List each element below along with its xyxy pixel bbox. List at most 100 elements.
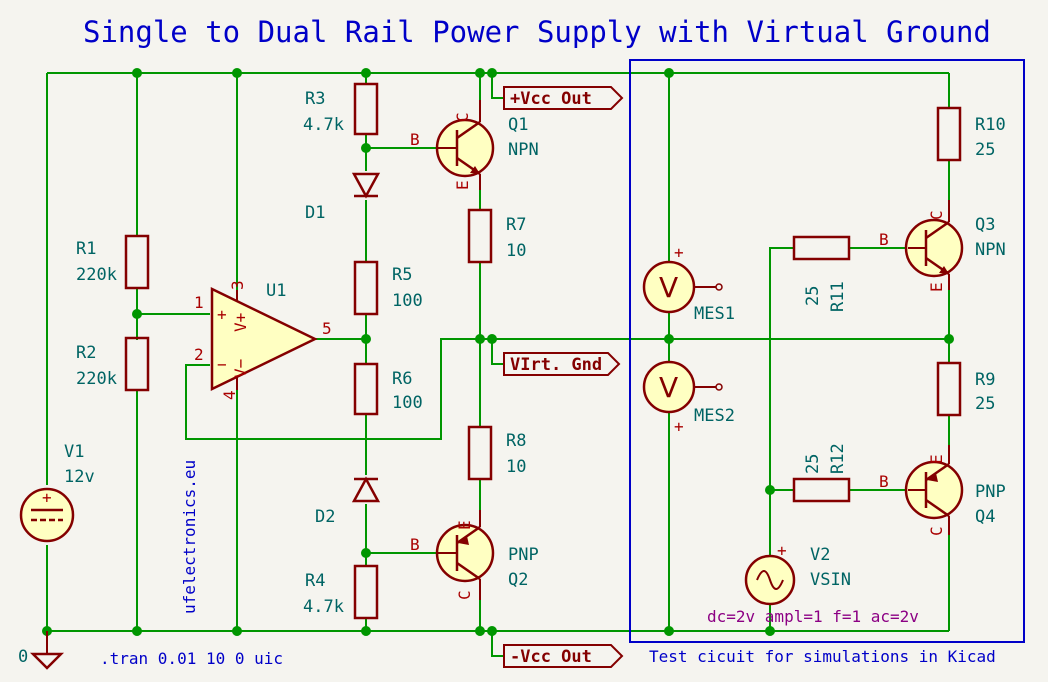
- vsin-params: dc=2v ampl=1 f=1 ac=2v: [707, 607, 919, 626]
- mes2-ref: MES2: [694, 406, 735, 426]
- q1-value: NPN: [508, 140, 539, 160]
- r5-ref: R5: [392, 265, 412, 285]
- q2-value: PNP: [508, 545, 539, 565]
- sim-command: .tran 0.01 10 0 uic: [100, 649, 283, 668]
- v2-sine-source[interactable]: + V2 VSIN: [744, 541, 851, 606]
- d1-ref: D1: [305, 203, 325, 223]
- r12-value: 25: [803, 454, 823, 474]
- v1-ref: V1: [64, 442, 84, 462]
- u1-plus-sign: +: [217, 305, 227, 324]
- voltmeter-mes1[interactable]: V + MES1: [642, 243, 735, 324]
- r8-value: 10: [506, 457, 526, 477]
- wires: [46, 72, 950, 657]
- ground-label: 0: [18, 647, 28, 667]
- resistor-r10[interactable]: R10 25: [936, 106, 1006, 162]
- r9-value: 25: [975, 394, 995, 414]
- net-label-vcc-minus[interactable]: -Vcc Out: [503, 644, 624, 668]
- r9-ref: R9: [975, 370, 995, 390]
- v2-ref: V2: [810, 545, 830, 565]
- transistor-q3-npn[interactable]: B C E Q3 NPN: [879, 200, 1006, 292]
- r5-value: 100: [392, 291, 423, 311]
- q3-value: NPN: [975, 240, 1006, 260]
- schematic-title: Single to Dual Rail Power Supply with Vi…: [83, 15, 991, 49]
- q2-pin-b: B: [410, 535, 420, 554]
- mes2-symbol: V: [659, 371, 678, 404]
- q4-pin-b: B: [879, 472, 889, 491]
- transistor-q2-pnp[interactable]: B E C PNP Q2: [410, 510, 539, 600]
- r10-ref: R10: [975, 115, 1006, 135]
- vcc-plus-label: +Vcc Out: [510, 89, 592, 109]
- r3-ref: R3: [305, 89, 325, 109]
- r6-ref: R6: [392, 369, 412, 389]
- r6-value: 100: [392, 393, 423, 413]
- q1-pin-b: B: [410, 130, 420, 149]
- ground-symbol: 0: [18, 631, 65, 670]
- voltmeter-mes2[interactable]: V + MES2: [642, 360, 735, 436]
- q1-ref: Q1: [508, 115, 528, 135]
- r2-ref: R2: [76, 343, 96, 363]
- transistor-q1-npn[interactable]: B C E Q1 NPN: [410, 100, 539, 190]
- u1-pin5: 5: [322, 319, 332, 338]
- resistor-r6[interactable]: R6 100: [353, 362, 423, 416]
- v2-plus: +: [777, 541, 787, 560]
- u1-pin3: 3: [228, 280, 247, 290]
- q4-pin-c: C: [927, 526, 946, 536]
- u1-pin4: 4: [220, 390, 239, 400]
- resistor-r3[interactable]: R3 4.7k: [303, 82, 379, 136]
- v1-value: 12v: [64, 467, 95, 487]
- r4-ref: R4: [305, 571, 325, 591]
- r11-value: 25: [803, 286, 823, 306]
- resistor-r8[interactable]: R8 10: [467, 425, 526, 481]
- test-box-caption: Test cicuit for simulations in Kicad: [649, 647, 996, 666]
- resistor-r11[interactable]: 25 R11: [792, 235, 851, 312]
- u1-vminus: V−: [231, 359, 250, 378]
- r12-ref: R12: [828, 443, 848, 474]
- website-text: ufelectronics.eu: [180, 460, 199, 614]
- v1-plus-sign: +: [42, 488, 52, 507]
- net-label-vcc-plus[interactable]: +Vcc Out: [503, 86, 624, 110]
- q3-pin-b: B: [879, 230, 889, 249]
- r3-value: 4.7k: [303, 115, 344, 135]
- q3-pin-c: C: [927, 210, 946, 220]
- r8-ref: R8: [506, 431, 526, 451]
- q2-ref: Q2: [508, 570, 528, 590]
- q3-pin-e: E: [927, 282, 946, 292]
- resistor-r9[interactable]: R9 25: [936, 361, 995, 417]
- resistor-r4[interactable]: R4 4.7k: [303, 564, 379, 620]
- opamp-u1[interactable]: 1 2 3 4 5 + − V+ V− U1: [194, 280, 332, 400]
- diode-d1[interactable]: D1: [305, 172, 381, 223]
- test-circuit-box: [629, 59, 1025, 643]
- net-label-virt-gnd[interactable]: VIrt. Gnd: [503, 352, 621, 376]
- u1-pin2: 2: [194, 345, 204, 364]
- v1-dc-source[interactable]: + V1 12v: [19, 442, 95, 543]
- mes1-ref: MES1: [694, 304, 735, 324]
- q3-ref: Q3: [975, 215, 995, 235]
- diode-d2[interactable]: D2: [315, 476, 381, 527]
- u1-ref: U1: [266, 281, 286, 301]
- r7-value: 10: [506, 241, 526, 261]
- mes2-plus: +: [674, 417, 684, 436]
- q1-pin-e: E: [453, 180, 472, 190]
- r2-value: 220k: [76, 369, 117, 389]
- q2-pin-c: C: [455, 590, 474, 600]
- q4-value: PNP: [975, 482, 1006, 502]
- v2-value: VSIN: [810, 570, 851, 590]
- resistor-r5[interactable]: R5 100: [353, 260, 423, 316]
- mes1-plus: +: [674, 243, 684, 262]
- mes1-symbol: V: [659, 271, 678, 304]
- d2-ref: D2: [315, 507, 335, 527]
- q2-pin-e: E: [455, 520, 474, 530]
- resistor-r12[interactable]: 25 R12: [792, 443, 851, 503]
- resistor-r2[interactable]: R2 220k: [76, 336, 150, 392]
- u1-vplus: V+: [231, 313, 250, 332]
- transistor-q4-pnp[interactable]: B E C PNP Q4: [879, 445, 1006, 536]
- r10-value: 25: [975, 140, 995, 160]
- resistor-r7[interactable]: R7 10: [467, 208, 526, 264]
- r1-value: 220k: [76, 265, 117, 285]
- q4-pin-e: E: [927, 454, 946, 464]
- u1-minus-sign: −: [217, 355, 227, 374]
- q4-ref: Q4: [975, 507, 995, 527]
- r11-ref: R11: [828, 281, 848, 312]
- resistor-r1[interactable]: R1 220k: [76, 234, 150, 290]
